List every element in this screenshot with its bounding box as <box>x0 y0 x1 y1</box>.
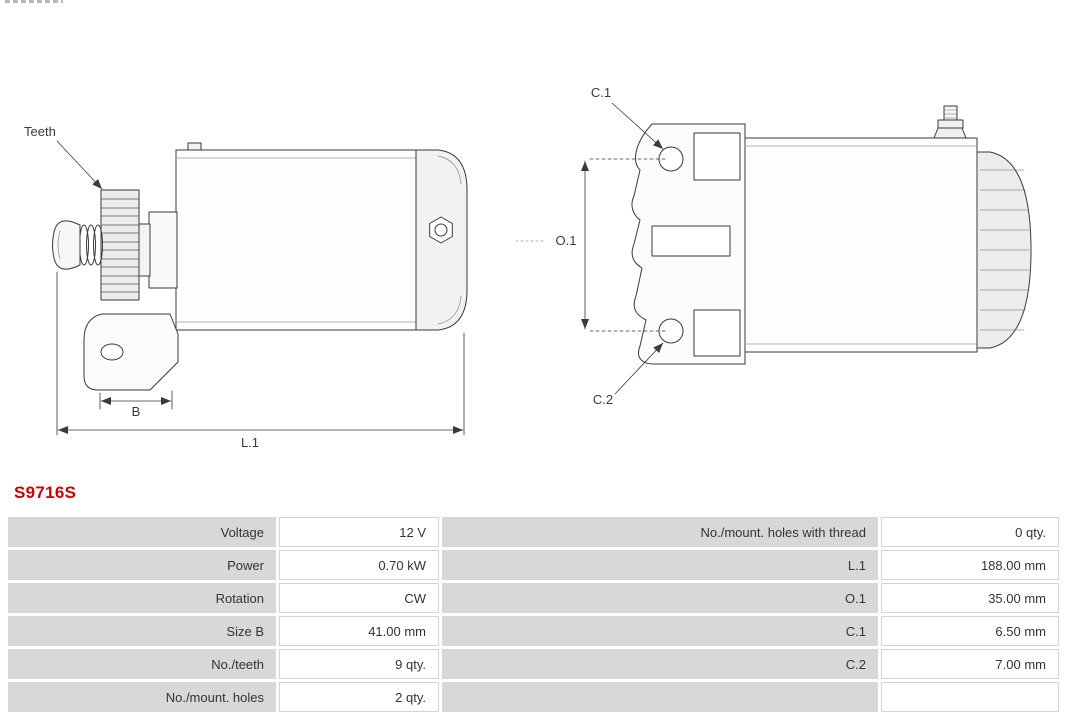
rear-end-cap <box>976 151 1032 349</box>
spec-value: 9 qty. <box>279 649 439 679</box>
spec-value: 188.00 mm <box>881 550 1059 580</box>
spec-value: CW <box>279 583 439 613</box>
dimension-b <box>99 390 173 410</box>
spec-label: O.1 <box>442 583 878 613</box>
specifications-table: Voltage 12 V No./mount. holes with threa… <box>8 517 1059 712</box>
teeth-label: Teeth <box>24 124 56 139</box>
dimension-l1-label: L.1 <box>241 435 259 450</box>
starter-side-view: B L.1 Teeth <box>24 124 468 450</box>
drive-collar <box>148 211 178 289</box>
spec-label: Voltage <box>8 517 276 547</box>
dimension-o1-label: O.1 <box>556 233 577 248</box>
mounting-bracket <box>83 313 179 391</box>
dimension-l1 <box>56 271 465 436</box>
starter-flange-view: O.1 C.1 C.2 <box>515 85 1032 407</box>
spec-value: 41.00 mm <box>279 616 439 646</box>
spec-label: No./mount. holes with thread <box>442 517 878 547</box>
dimension-c2-label: C.2 <box>593 392 613 407</box>
bracket-hole <box>100 343 124 361</box>
spec-label: Power <box>8 550 276 580</box>
dimension-c1-label: C.1 <box>591 85 611 100</box>
dimension-o1 <box>515 158 667 332</box>
spec-label: No./mount. holes <box>8 682 276 712</box>
shaft-spring <box>52 220 103 270</box>
motor-body-rear <box>744 137 978 353</box>
technical-diagram: B L.1 Teeth <box>24 85 1032 450</box>
part-number: S9716S <box>14 483 77 502</box>
page-corner-artifact <box>5 0 63 3</box>
spec-value: 0.70 kW <box>279 550 439 580</box>
dimension-b-label: B <box>132 404 141 419</box>
spec-label: C.2 <box>442 649 878 679</box>
spec-value: 12 V <box>279 517 439 547</box>
spec-label: Size B <box>8 616 276 646</box>
spec-value: 0 qty. <box>881 517 1059 547</box>
c2-leader-line <box>614 342 664 395</box>
spec-value: 6.50 mm <box>881 616 1059 646</box>
teeth-leader-line <box>56 140 103 190</box>
terminal-stud <box>933 105 967 139</box>
spec-label: No./teeth <box>8 649 276 679</box>
c1-leader-line <box>611 102 664 150</box>
spec-label: C.1 <box>442 616 878 646</box>
spec-label <box>442 682 878 712</box>
spec-value: 7.00 mm <box>881 649 1059 679</box>
spec-value: 2 qty. <box>279 682 439 712</box>
spec-label: L.1 <box>442 550 878 580</box>
pinion-gear <box>100 189 140 301</box>
spec-label: Rotation <box>8 583 276 613</box>
spec-value <box>881 682 1059 712</box>
spec-value: 35.00 mm <box>881 583 1059 613</box>
motor-body <box>175 149 417 331</box>
